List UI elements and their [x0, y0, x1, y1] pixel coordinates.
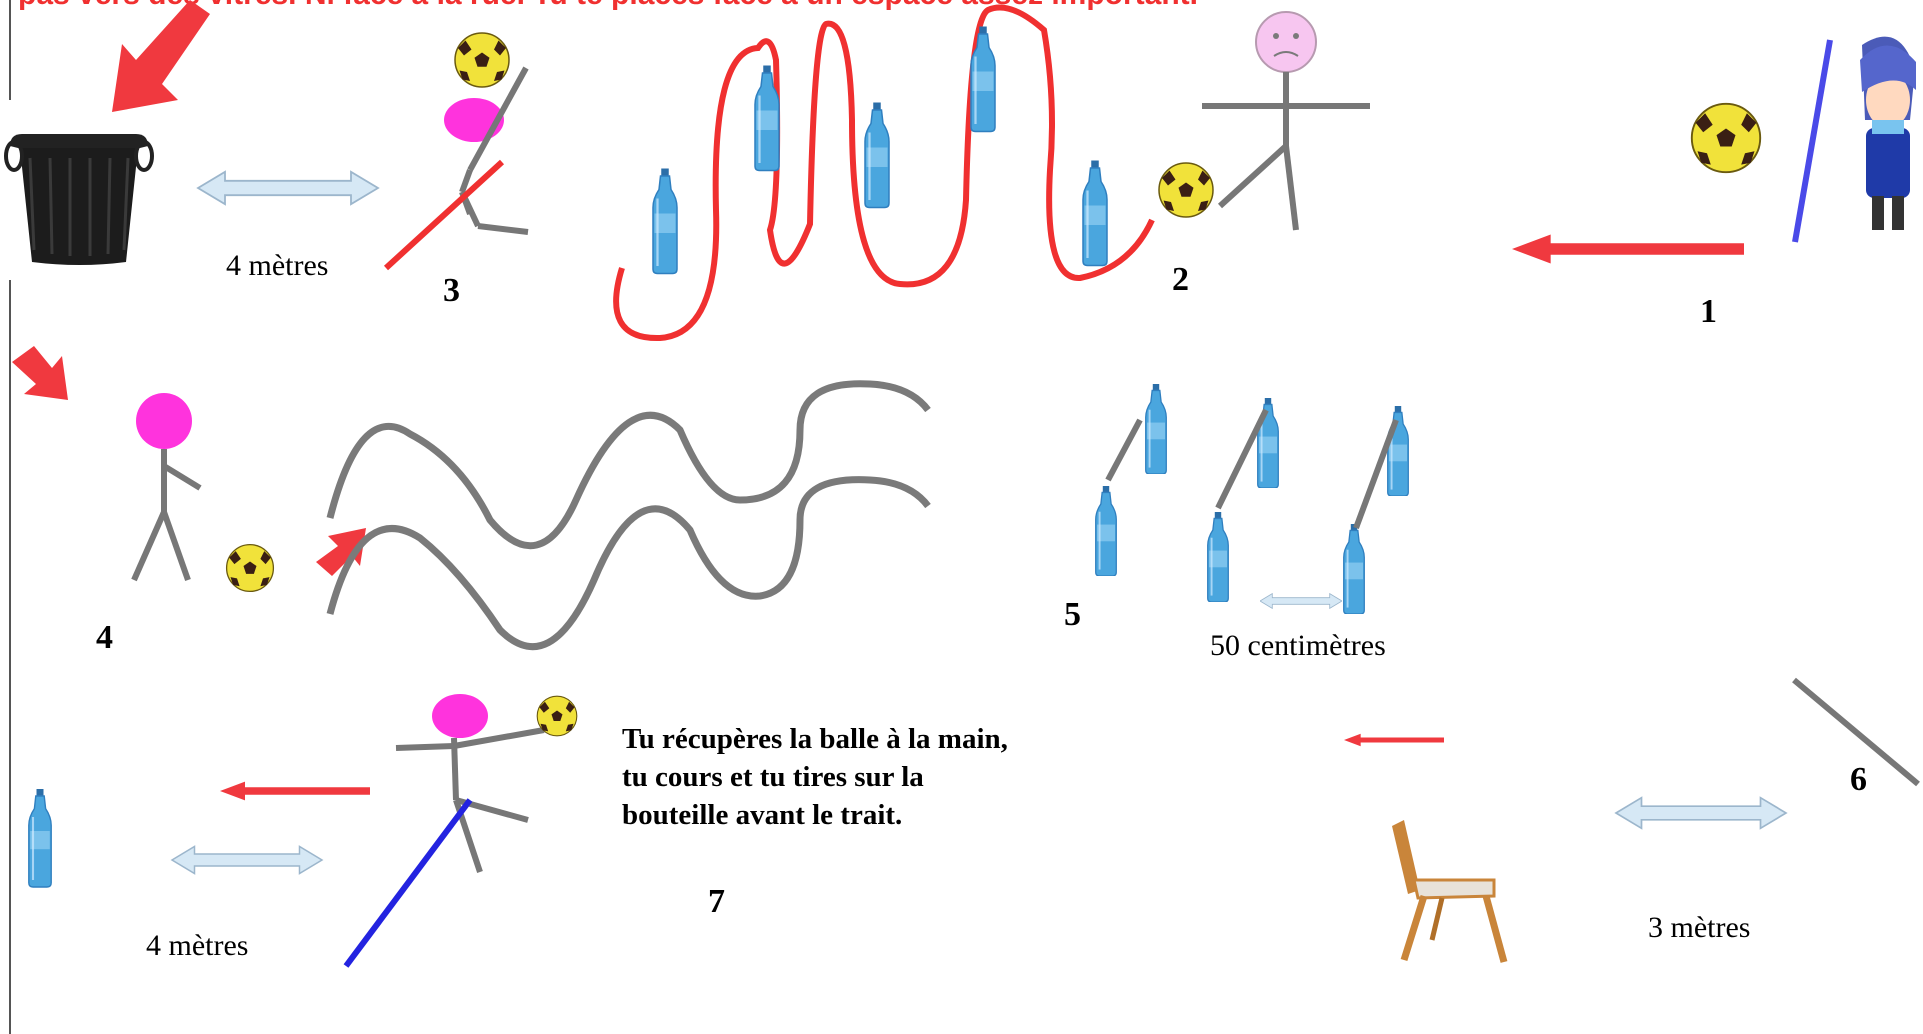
- water-bottle-icon: [1386, 406, 1410, 496]
- station-7: 4 mètres Tu récupères la balle à la main…: [27, 694, 1015, 968]
- grey-line: [1105, 418, 1143, 482]
- instruction-line: tu cours et tu tires sur la: [622, 761, 924, 793]
- station-number: 4: [96, 619, 113, 656]
- soccer-ball-icon: [1158, 162, 1214, 218]
- soccer-ball-icon: [536, 695, 578, 737]
- station-1: 1: [1512, 36, 1916, 330]
- water-bottle-icon: [863, 101, 891, 209]
- water-bottle-icon: [1144, 384, 1168, 474]
- water-bottle-icon: [27, 787, 53, 889]
- stick-figure-icon: [395, 694, 545, 873]
- blue-line: [343, 798, 473, 968]
- water-bottle-icon: [1094, 486, 1118, 576]
- soccer-ball-icon: [454, 32, 510, 88]
- slalom-path: [613, 4, 1155, 342]
- measure-arrow: [1260, 592, 1342, 610]
- wave-path: [326, 380, 931, 550]
- water-bottle-icon: [1081, 159, 1109, 267]
- grey-line: [1792, 677, 1920, 787]
- measure-arrow: [170, 845, 324, 875]
- station-5: 50 centimètres 5: [1064, 384, 1410, 662]
- station-4: 4: [12, 346, 931, 656]
- chair-icon: [1392, 820, 1508, 963]
- measure-arrow: [196, 170, 380, 206]
- stick-figure-icon: [1202, 11, 1370, 231]
- distance-label: 4 mètres: [146, 929, 248, 962]
- distance-label: 50 centimètres: [1210, 629, 1386, 662]
- red-arrow: [1512, 234, 1744, 264]
- station-number: 6: [1850, 761, 1867, 798]
- instruction-line: bouteille avant le trait.: [622, 799, 902, 831]
- station-number: 7: [708, 883, 725, 920]
- red-arrow: [220, 781, 370, 801]
- water-bottle-icon: [1206, 512, 1230, 602]
- grey-line: [1353, 418, 1399, 530]
- wave-path: [326, 476, 931, 651]
- station-number: 2: [1172, 261, 1189, 298]
- instruction-line: Tu récupères la balle à la main,: [622, 723, 1008, 755]
- measure-arrow: [1614, 796, 1788, 830]
- station-2: 2: [613, 4, 1370, 342]
- stick-figure-icon: [131, 393, 202, 582]
- anime-character-icon: [1860, 36, 1916, 230]
- top-instruction: pas vers des vitres. Ni face à la rue. T…: [18, 0, 1198, 11]
- red-arrow: [316, 528, 366, 576]
- station-6: 3 mètres 6: [1344, 677, 1920, 963]
- water-bottle-icon: [651, 167, 679, 275]
- trash-bin-icon: [4, 134, 154, 265]
- grey-line: [1215, 408, 1269, 510]
- red-arrow: [112, 0, 210, 112]
- soccer-ball-icon: [225, 543, 275, 593]
- red-arrow: [12, 346, 68, 400]
- station-7-instruction: Tu récupères la balle à la main, tu cour…: [622, 723, 1015, 831]
- red-arrow: [1344, 733, 1444, 747]
- station-3: 4 mètres 3: [4, 0, 529, 309]
- distance-label: 4 mètres: [226, 249, 328, 282]
- water-bottle-icon: [1342, 524, 1366, 614]
- red-line: [383, 159, 505, 271]
- station-number: 3: [443, 272, 460, 309]
- distance-label: 3 mètres: [1648, 911, 1750, 944]
- station-number: 1: [1700, 293, 1717, 330]
- soccer-ball-icon: [1690, 102, 1762, 174]
- station-number: 5: [1064, 596, 1081, 633]
- blue-line: [1792, 39, 1833, 243]
